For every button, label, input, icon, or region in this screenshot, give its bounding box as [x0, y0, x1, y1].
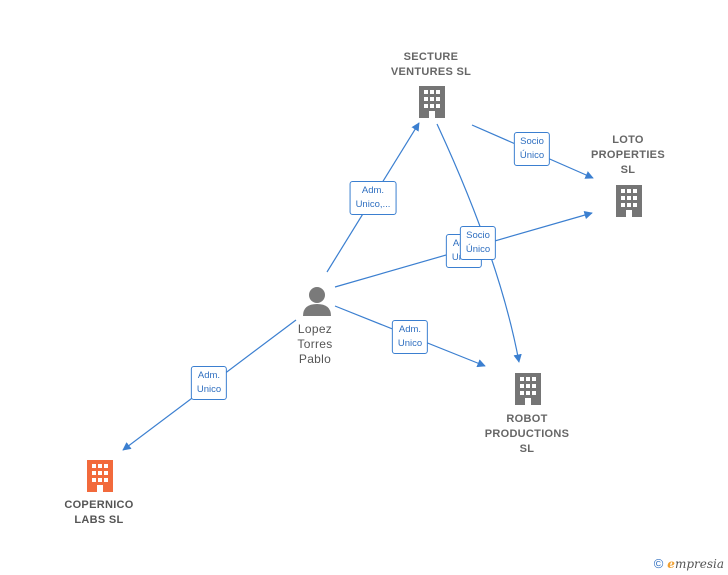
edge-label-line: Socio — [466, 230, 490, 241]
building-icon[interactable] — [616, 185, 642, 217]
building-icon-focus[interactable] — [87, 460, 113, 492]
person-icon[interactable] — [303, 287, 331, 316]
node-label-lopez[interactable]: Lopez Torres Pablo — [297, 322, 332, 367]
node-label-line: SL — [519, 443, 535, 455]
node-label-line: LABS SL — [74, 514, 124, 526]
copyright-icon: © — [653, 556, 664, 571]
node-label-line: Lopez — [297, 322, 333, 336]
node-label-line: SL — [620, 164, 636, 176]
node-label-line: VENTURES SL — [390, 66, 472, 78]
edge-label-lopez-copernico[interactable]: Adm. Unico — [190, 366, 228, 400]
node-label-copernico[interactable]: COPERNICO LABS SL — [64, 498, 133, 528]
node-label-secture[interactable]: SECTURE VENTURES SL — [391, 50, 471, 80]
edge-label-lopez-secture[interactable]: Adm. Unico,... — [349, 181, 397, 215]
node-label-robot[interactable]: ROBOT PRODUCTIONS SL — [485, 412, 570, 457]
edge-label-line: Único — [465, 244, 491, 255]
node-label-line: SECTURE — [403, 51, 459, 63]
edge-label-secture-robot[interactable]: Socio Único — [459, 226, 497, 260]
edge-label-line: Unico — [196, 384, 222, 395]
edge-label-secture-loto[interactable]: Socio Único — [513, 132, 551, 166]
brand-initial: e — [667, 556, 675, 571]
building-icon[interactable] — [515, 373, 541, 405]
node-label-line: PROPERTIES — [591, 149, 665, 161]
edge-label-lopez-robot[interactable]: Adm. Unico — [391, 320, 429, 354]
edge-label-line: Unico — [397, 338, 423, 349]
edge-label-line: Adm. — [398, 324, 422, 335]
edge-label-line: Adm. — [361, 185, 385, 196]
node-label-line: PRODUCTIONS — [484, 428, 570, 440]
node-label-line: Torres — [297, 337, 333, 351]
edge-label-line: Único — [519, 150, 545, 161]
node-label-line: COPERNICO — [64, 499, 134, 511]
node-label-loto[interactable]: LOTO PROPERTIES SL — [591, 133, 665, 178]
footer-watermark: © empresia — [654, 556, 724, 571]
edge-label-line: Adm. — [197, 370, 221, 381]
brand-logo: empresia — [667, 557, 724, 571]
node-label-line: Pablo — [298, 352, 332, 366]
edge-label-line: Unico,... — [355, 199, 391, 210]
edge-label-line: Socio — [520, 136, 544, 147]
brand-rest: mpresia — [674, 556, 724, 571]
node-label-line: ROBOT — [506, 413, 548, 425]
building-icon[interactable] — [419, 86, 445, 118]
node-label-line: LOTO — [612, 134, 644, 146]
